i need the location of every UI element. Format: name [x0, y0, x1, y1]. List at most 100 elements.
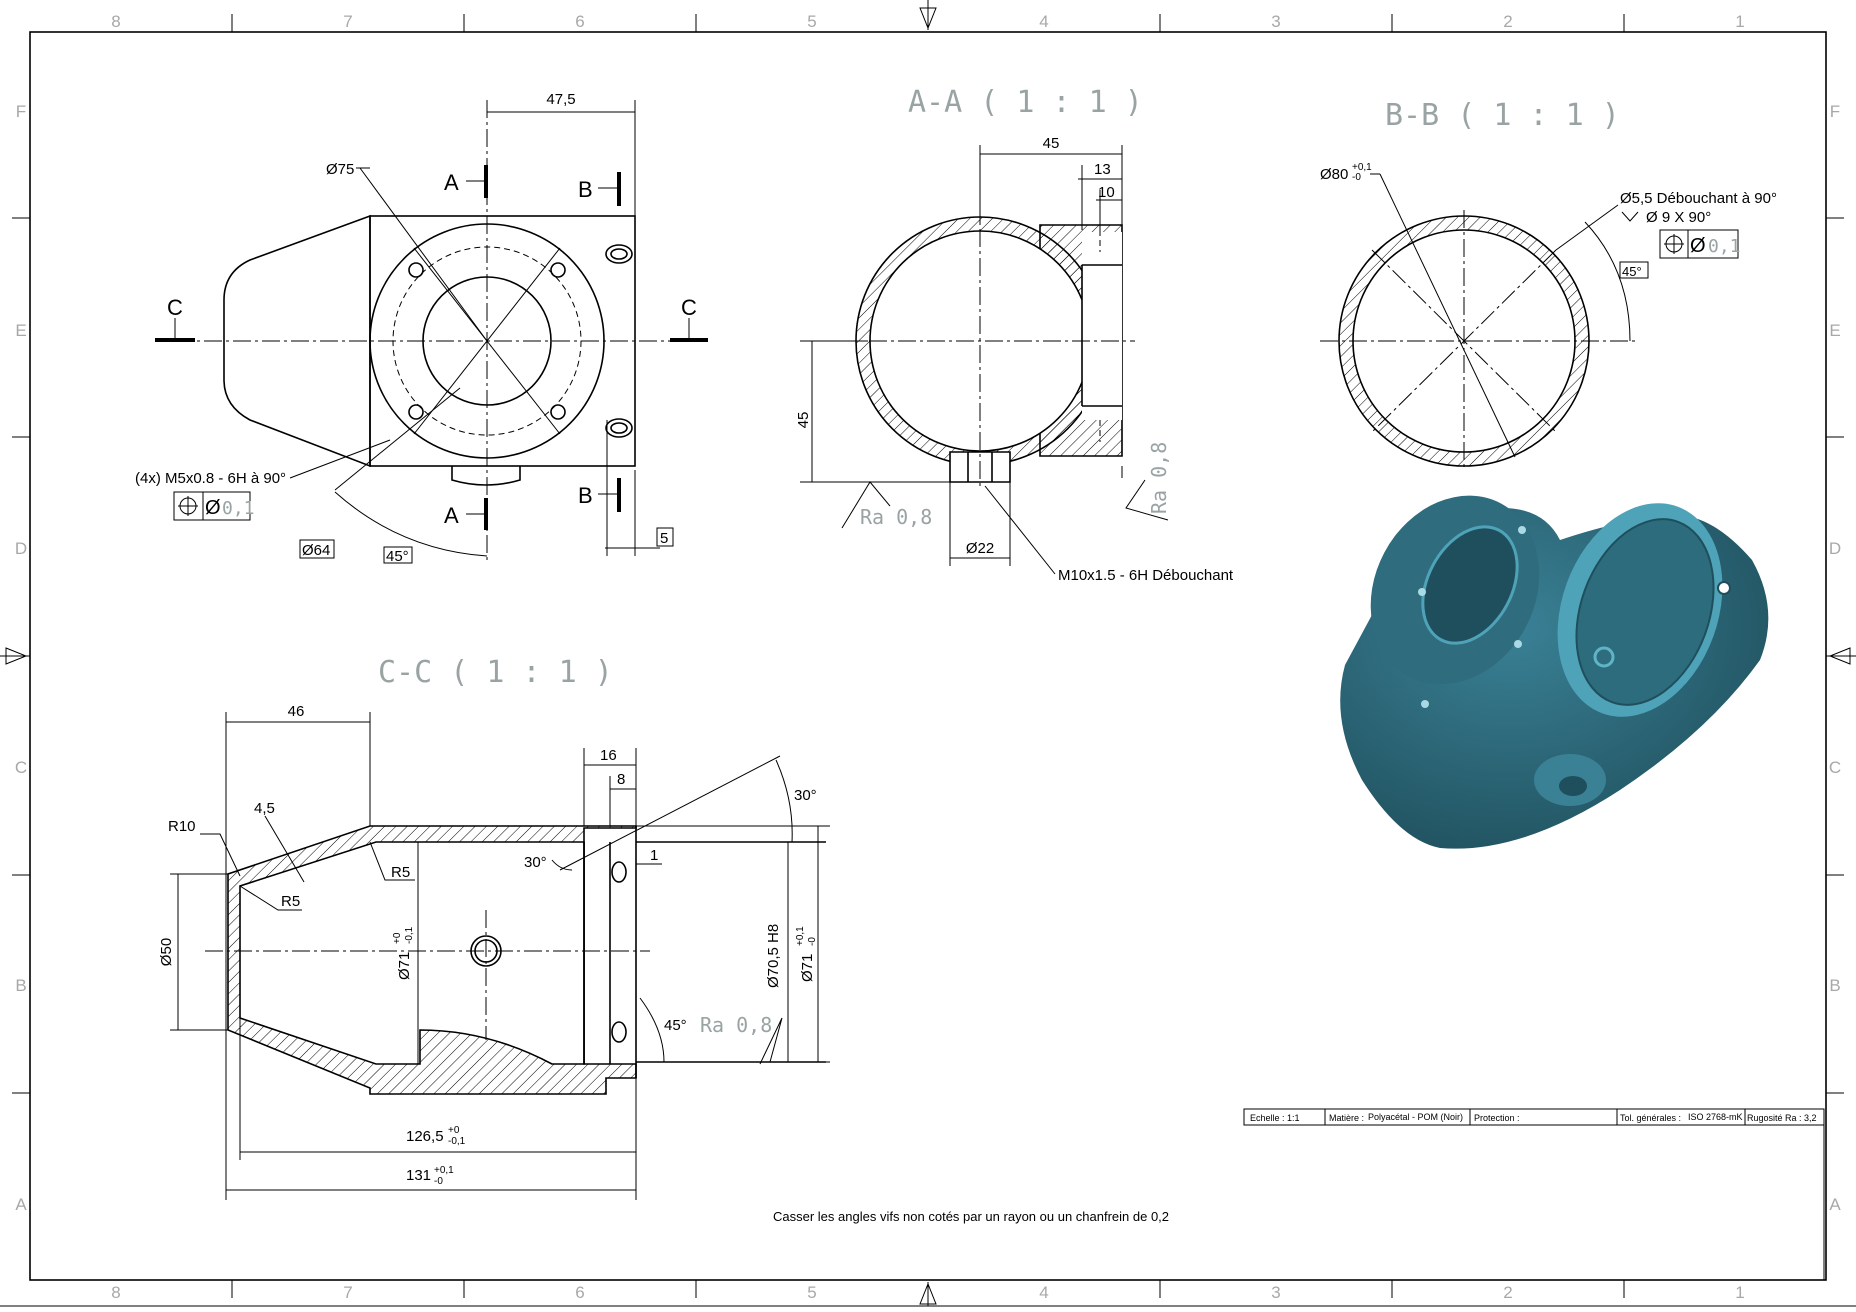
dim-d64: Ø64	[302, 542, 330, 559]
title-block-roughness: Rugosité Ra : 3,2	[1747, 1113, 1817, 1123]
title-block: Echelle : 1:1 Matière : Polyacétal - POM…	[1243, 1108, 1825, 1280]
isometric-3d-model	[1340, 495, 1769, 849]
grid-row-label: D	[15, 539, 27, 558]
svg-text:A: A	[444, 170, 459, 195]
countersink-callout: Ø 9 X 90°	[1646, 209, 1711, 226]
roughness-ra-left: Ra 0,8	[860, 505, 932, 529]
dim-5: 5	[660, 530, 668, 547]
grid-col-label: 1	[1735, 12, 1744, 31]
dim-4-5: 4,5	[254, 800, 275, 817]
title-block-protection: Protection :	[1474, 1113, 1520, 1123]
title-block-material: Polyacétal - POM (Noir)	[1368, 1112, 1463, 1122]
dim-131-tol-lower: -0	[434, 1176, 443, 1187]
radius-r5-upper: R5	[391, 864, 410, 881]
grid-col-label: 8	[111, 12, 120, 31]
dim-46: 46	[288, 703, 305, 720]
radius-r10: R10	[168, 818, 196, 835]
grid-col-label: 5	[807, 12, 816, 31]
angle-30-left: 30°	[524, 854, 547, 871]
section-marker-b-top: B	[578, 172, 621, 206]
dim-16: 16	[600, 747, 617, 764]
hole-callout: Ø5,5 Débouchant à 90°	[1620, 190, 1777, 207]
angle-45-bb: 45°	[1622, 264, 1642, 279]
roughness-ra-cc: Ra 0,8	[700, 1013, 772, 1037]
dim-d71-right-tol-lower: -0	[807, 937, 818, 946]
dim-d80: Ø80	[1320, 166, 1348, 183]
angle-45: 45°	[386, 548, 409, 565]
roughness-ra-right: Ra 0,8	[1147, 442, 1171, 514]
grid-col-label: 8	[111, 1283, 120, 1302]
view-title-cc: C-C ( 1 : 1 )	[378, 655, 613, 690]
dim-d22: Ø22	[966, 540, 994, 557]
section-aa-view: A-A ( 1 : 1 ) 45 13 10 45 Ra 0,8 Ra 0,8 …	[795, 85, 1234, 584]
angle-45-cc: 45°	[664, 1017, 687, 1034]
dim-45-height: 45	[795, 412, 812, 429]
dim-d80-tol-lower: -0	[1352, 172, 1361, 183]
title-block-tolerance: ISO 2768-mK	[1688, 1112, 1743, 1122]
grid-row-label: F	[16, 102, 26, 121]
center-mark-top	[919, 7, 937, 30]
dim-45-width: 45	[1043, 135, 1060, 152]
view-title-bb: B-B ( 1 : 1 )	[1385, 98, 1620, 133]
dim-d75: Ø75	[326, 161, 354, 178]
grid-row-label: A	[15, 1195, 27, 1214]
dim-d71-left: Ø71	[396, 952, 413, 980]
grid-row-label: B	[1829, 976, 1840, 995]
title-block-scale: Echelle : 1:1	[1250, 1113, 1300, 1123]
tolerance-value: 0,1	[222, 498, 255, 519]
general-note: Casser les angles vifs non cotés par un …	[773, 1209, 1169, 1224]
title-block-tolerance-label: Tol. générales :	[1620, 1113, 1681, 1123]
grid-col-label: 4	[1039, 1283, 1048, 1302]
grid-col-label: 7	[343, 12, 352, 31]
dim-126-5-tol-lower: -0,1	[448, 1136, 466, 1147]
grid-col-label: 2	[1503, 12, 1512, 31]
grid-row-label: C	[15, 758, 27, 777]
center-mark-bottom	[919, 1282, 937, 1305]
dim-d50: Ø50	[158, 938, 175, 966]
title-block-material-label: Matière :	[1329, 1113, 1364, 1123]
position-tolerance-frame-bb: Ø 0,1	[1659, 229, 1741, 259]
dim-126-5-tol-upper: +0	[448, 1125, 460, 1136]
view-title-aa: A-A ( 1 : 1 )	[908, 85, 1143, 120]
dim-126-5: 126,5	[406, 1128, 444, 1145]
section-marker-c-left: C	[155, 295, 195, 342]
section-bb-view: B-B ( 1 : 1 ) Ø80 +0,1 -0 Ø5,5 Débouchan…	[1320, 98, 1777, 470]
dim-d80-tol-upper: +0,1	[1352, 162, 1372, 173]
grid-col-label: 6	[575, 12, 584, 31]
grid-row-label: D	[1829, 539, 1841, 558]
tolerance-value: 0,1	[1708, 236, 1741, 257]
grid-col-label: 3	[1271, 1283, 1280, 1302]
grid-col-label: 2	[1503, 1283, 1512, 1302]
dim-10: 10	[1098, 184, 1115, 201]
grid-row-label: A	[1829, 1195, 1841, 1214]
front-view: 47,5 Ø75 (4x) M5x0.8 - 6H à 90° Ø 0,1 Ø6…	[135, 91, 708, 565]
grid-col-label: 1	[1735, 1283, 1744, 1302]
svg-text:C: C	[167, 295, 183, 320]
diameter-symbol: Ø	[1690, 235, 1706, 257]
dim-1: 1	[650, 847, 658, 864]
dim-13: 13	[1094, 161, 1111, 178]
grid-row-label: E	[1829, 321, 1840, 340]
section-marker-c-right: C	[670, 295, 708, 342]
grid-col-label: 7	[343, 1283, 352, 1302]
svg-text:B: B	[578, 483, 593, 508]
thread-callout: (4x) M5x0.8 - 6H à 90°	[135, 470, 286, 487]
center-mark-right	[1828, 647, 1851, 665]
section-marker-b-bottom: B	[578, 478, 621, 512]
section-marker-a-bottom: A	[444, 498, 488, 530]
dim-d71-right: Ø71	[799, 954, 816, 982]
dim-d71-left-tol-lower: -0,1	[404, 926, 415, 944]
section-marker-a-top: A	[444, 165, 488, 198]
grid-row-label: E	[15, 321, 26, 340]
dim-47-5: 47,5	[546, 91, 575, 108]
grid-col-label: 3	[1271, 12, 1280, 31]
grid-row-label: C	[1829, 758, 1841, 777]
svg-text:A: A	[444, 503, 459, 528]
grid-row-label: B	[15, 976, 26, 995]
center-mark-left	[5, 647, 28, 665]
dim-131-tol-upper: +0,1	[434, 1165, 454, 1176]
angle-30-right: 30°	[794, 787, 817, 804]
dim-d70-5-h8: Ø70,5 H8	[765, 924, 782, 988]
